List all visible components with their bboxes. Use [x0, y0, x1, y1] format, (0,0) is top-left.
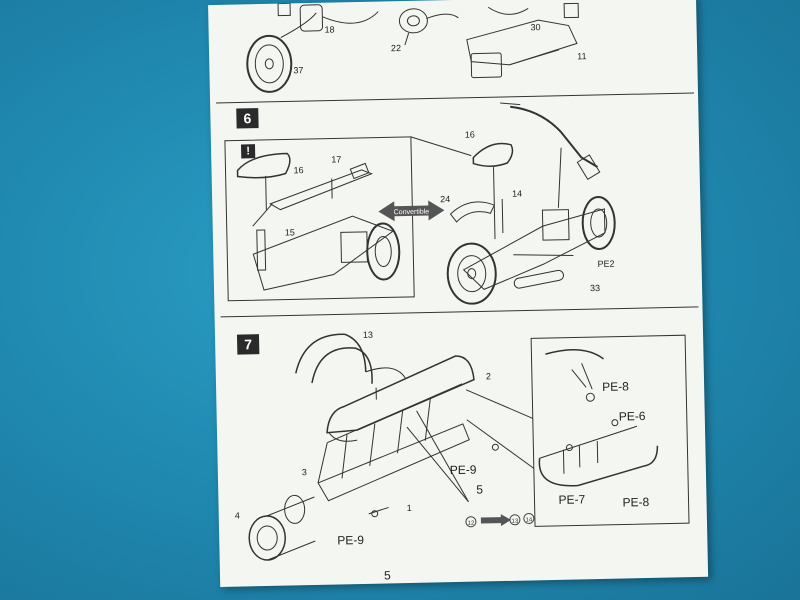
part-label: PE-6 [619, 409, 646, 424]
step-number-badge: 6 [236, 108, 259, 129]
step6-inset-drawing [236, 152, 401, 291]
part-label: PE-7 [558, 492, 585, 507]
part-label: 3 [302, 467, 307, 477]
ref-label: 13 [512, 519, 519, 525]
step6-main-drawing [446, 102, 616, 305]
part-label: PE-8 [622, 495, 649, 510]
step-number-badge: 7 [236, 334, 260, 355]
part-label: PE-9 [337, 533, 364, 548]
part-label: PE-8 [602, 379, 629, 394]
part-label: 30 [530, 22, 540, 32]
warning-icon: ! [240, 144, 256, 159]
part-label: 16 [293, 165, 303, 175]
part-label: 13 [363, 330, 373, 340]
part-label: 5 [476, 482, 483, 496]
part-label: 5 [384, 568, 391, 582]
part-label: 2 [486, 371, 491, 381]
step5-drawing [246, 2, 579, 93]
step7-inset-box [530, 334, 690, 527]
convertible-label: Convertible [394, 209, 430, 217]
part-label: 4 [235, 511, 240, 521]
part-label: 22 [391, 43, 401, 53]
part-label: 33 [590, 283, 600, 293]
ref-label: 14 [526, 517, 533, 523]
instruction-sheet: 18 30 22 11 37 16 17 15 [208, 0, 709, 587]
ref-label: 12 [468, 521, 475, 527]
part-label: PE-9 [450, 463, 477, 478]
step7-main-drawing [248, 333, 499, 561]
part-label: PE2 [597, 259, 614, 269]
part-label: 18 [324, 24, 334, 34]
convertible-arrow [378, 200, 445, 222]
reference-markers [465, 513, 535, 528]
part-label: 1 [407, 503, 412, 513]
step7-inset-drawing [538, 348, 659, 487]
step6-inset-box [224, 136, 415, 302]
part-label: 11 [577, 51, 587, 61]
part-label: 24 [440, 194, 450, 204]
part-label: 15 [285, 227, 295, 237]
part-label: 17 [331, 154, 341, 164]
assembly-drawings: 18 30 22 11 37 16 17 15 [216, 2, 699, 583]
part-label: 14 [512, 189, 522, 199]
part-label: 16 [465, 130, 475, 140]
part-label: 37 [293, 65, 303, 75]
